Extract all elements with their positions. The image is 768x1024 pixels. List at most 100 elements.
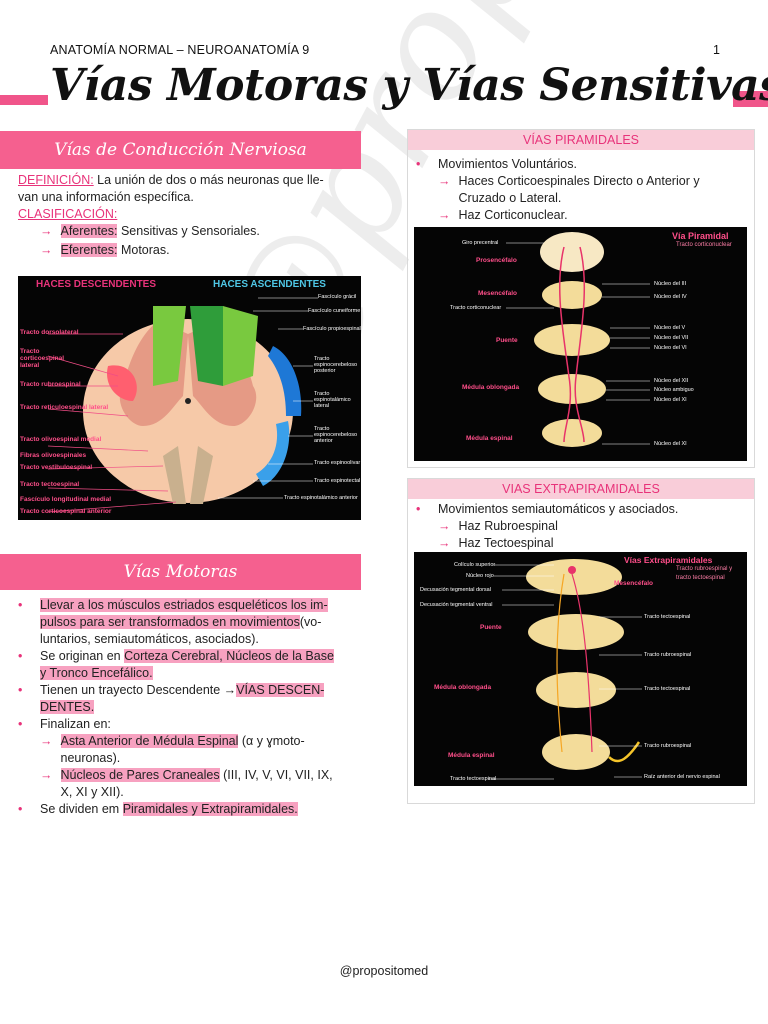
motoras-b2-hl: Corteza Cerebral, Núcleos de la Base — [124, 649, 334, 663]
arrow-icon: → — [438, 174, 451, 188]
motoras-s2-line2: X, XI y XII). — [60, 785, 124, 799]
label-tectoespinal: Tracto tectoespinal — [20, 481, 80, 488]
motoras-b2-hl2: y Tronco Encefálico. — [40, 666, 153, 680]
list-subitem: → Haz Tectoespinal — [416, 535, 746, 552]
label-tracto-tectoespinal-left: Tracto tectoespinal — [450, 776, 497, 782]
label-espinocerebeloso-anterior: Tracto espinocerebeloso anterior — [314, 426, 358, 444]
label-coliculo-superior: Colículo superior — [454, 562, 496, 568]
motoras-b3-hl2: DENTES. — [40, 700, 95, 714]
label-fasciculo-gracil: Fascículo grácil — [318, 294, 357, 300]
label-corticoespinal-anterior: Tracto corticoespinal anterior — [20, 508, 112, 515]
label-tracto-corticonuclear: Tracto corticonuclear — [450, 305, 502, 311]
piramidales-s2: Haz Corticonuclear. — [458, 208, 568, 222]
extrapiramidales-heading: VIAS EXTRAPIRAMIDALES — [408, 479, 754, 499]
extrapiramidal-sub1: Tracto rubroespinal y — [676, 566, 733, 572]
list-item: • Llevar a los músculos estriados esquel… — [18, 597, 363, 648]
piramidales-s1: Haces Corticoespinales Directo o Anterio… — [458, 174, 700, 188]
level-puente-extra: Puente — [480, 624, 502, 631]
efferent-item: → Eferentes: Motoras. — [18, 242, 358, 259]
piramidales-s1b: Cruzado o Lateral. — [458, 191, 562, 205]
page-title: Vías Motoras y Vías Sensitivas — [50, 60, 768, 111]
title-accent-right — [733, 91, 768, 107]
piramidales-heading: VÍAS PIRAMIDALES — [408, 130, 754, 150]
level-prosencefalo: Prosencéfalo — [476, 257, 517, 264]
list-item: •Movimientos Voluntários. — [416, 156, 746, 173]
motoras-b2-a: Se originan en — [40, 649, 125, 663]
motoras-b5-hl: Piramidales y Extrapiramidales. — [122, 802, 298, 816]
label-espinotalamico-anterior: Tracto espinotalámico anterior — [284, 495, 358, 501]
vias-extrapiramidales-figure: Vías Extrapiramidales Tracto rubroespina… — [414, 552, 747, 786]
level-medula-oblongada-extra: Médula oblongada — [434, 684, 492, 691]
label-giro-precentral: Giro precentral — [462, 240, 499, 246]
motoras-s2-rest: (III, IV, V, VI, VII, IX, — [219, 768, 333, 782]
level-puente: Puente — [496, 337, 518, 344]
arrow-icon: → — [40, 768, 53, 782]
label-olivoespinal-medial: Tracto olivoespinal medial — [20, 436, 102, 443]
via-piramidal-subtitle: Tracto corticonuclear — [676, 242, 732, 248]
label-nucleo-iii: Núcleo del III — [654, 281, 687, 287]
arrow-icon: → — [438, 519, 451, 533]
arrow-icon: → — [438, 536, 451, 550]
motoras-b5-a: Se dividen em — [40, 802, 123, 816]
label-decusacion-ventral: Decusación tegmental ventral — [420, 602, 493, 608]
definition-block: DEFINICIÓN: La unión de dos o más neuron… — [18, 172, 358, 259]
bullet-icon: • — [18, 802, 23, 816]
label-tectoespinal-r1: Tracto tectoespinal — [644, 614, 691, 620]
extrapiramidal-title: Vías Extrapiramidales — [624, 555, 713, 565]
label-nucleo-ambiguo: Núcleo ambiguo — [654, 387, 694, 393]
label-reticuloespinal: Tracto reticuloespinal lateral — [20, 404, 109, 411]
label-fibras-olivoespinales: Fibras olivoespinales — [20, 452, 87, 459]
label-nucleo-xi-b: Núcleo del XI — [654, 441, 687, 447]
course-header: ANATOMÍA NORMAL – NEUROANATOMÍA 9 — [50, 43, 310, 57]
efferent-label: Eferentes: — [60, 243, 118, 257]
list-subitem: →Haz Rubroespinal — [416, 518, 746, 535]
efferent-text: Motoras. — [117, 243, 170, 257]
haces-ascendentes-title: HACES ASCENDENTES — [213, 279, 326, 290]
label-fasciculo-longitudinal: Fascículo longitudinal medial — [20, 496, 112, 503]
label-decusacion-dorsal: Decusación tegmental dorsal — [420, 587, 491, 593]
label-rubroespinal: Tracto rubroespinal — [20, 381, 81, 388]
label-nucleo-vi: Núcleo del VI — [654, 345, 687, 351]
list-subitem: → Haces Corticoespinales Directo o Anteri… — [416, 173, 746, 207]
extrapiramidales-list: •Movimientos semiautomáticos y asociados… — [408, 499, 754, 552]
extrapiramidales-box: VIAS EXTRAPIRAMIDALES •Movimientos semia… — [407, 478, 755, 804]
list-subitem: → Núcleos de Pares Craneales (III, IV, V… — [18, 767, 363, 801]
motoras-s1-hl: Asta Anterior de Médula Espinal — [60, 734, 239, 748]
afferent-text: Sensitivas y Sensoriales. — [117, 224, 260, 238]
motoras-b1-hl2: pulsos para ser transformados en movimie… — [40, 615, 300, 629]
label-espinotalamico-lateral: Tracto espinotalámico lateral — [314, 391, 351, 409]
arrow-icon: → — [40, 243, 53, 257]
level-mesencefalo-extra: Mesencéfalo — [614, 580, 654, 587]
afferent-item: →Aferentes: Sensitivas y Sensoriales. — [18, 223, 358, 240]
label-espinoolivar: Tracto espinoolivar — [314, 460, 361, 466]
extrapiramidal-sub2: tracto tectoespinal — [676, 575, 725, 581]
label-nucleo-v: Núcleo del V — [654, 325, 686, 331]
motoras-s1-line2: neuronas). — [60, 751, 121, 765]
extrapiramidales-s2: Haz Tectoespinal — [458, 536, 554, 550]
bullet-icon: • — [18, 598, 23, 612]
arrow-icon: → — [40, 224, 53, 238]
motoras-s2-hl: Núcleos de Pares Craneales — [60, 768, 220, 782]
label-nucleo-vii: Núcleo del VII — [654, 335, 689, 341]
vias-motoras-list: • Llevar a los músculos estriados esquel… — [18, 597, 363, 818]
bullet-icon: • — [18, 717, 23, 731]
via-piramidal-title: Vía Piramidal — [672, 231, 729, 241]
label-nucleo-xi-a: Núcleo del XI — [654, 397, 687, 403]
level-mesencefalo: Mesencéfalo — [478, 290, 518, 297]
label-tectoespinal-r2: Tracto tectoespinal — [644, 686, 691, 692]
list-item: • Finalizan en: — [18, 716, 363, 733]
piramidales-b1: Movimientos Voluntários. — [438, 157, 577, 171]
piramidales-list: •Movimientos Voluntários. → Haces Cortico… — [408, 150, 754, 224]
bullet-icon: • — [18, 683, 23, 697]
label-nucleo-iv: Núcleo del IV — [654, 294, 687, 300]
via-piramidal-drawing — [506, 232, 650, 447]
label-fasciculo-cuneiforme: Fascículo cuneiforme — [308, 308, 361, 314]
title-accent-left — [0, 95, 48, 105]
definition-text: La unión de dos o más neuronas que lle- — [93, 173, 324, 187]
spinal-cord-figure: HACES DESCENDENTES HACES ASCENDENTES Tra… — [18, 276, 361, 520]
label-espinotectal: Tracto espinotectal — [314, 478, 361, 484]
level-medula-espinal-extra: Médula espinal — [448, 752, 495, 759]
arrow-icon: → — [438, 208, 451, 222]
level-medula-espinal: Médula espinal — [466, 435, 513, 442]
list-item: • Tienen un trayecto Descendente →VÍAS D… — [18, 682, 363, 716]
